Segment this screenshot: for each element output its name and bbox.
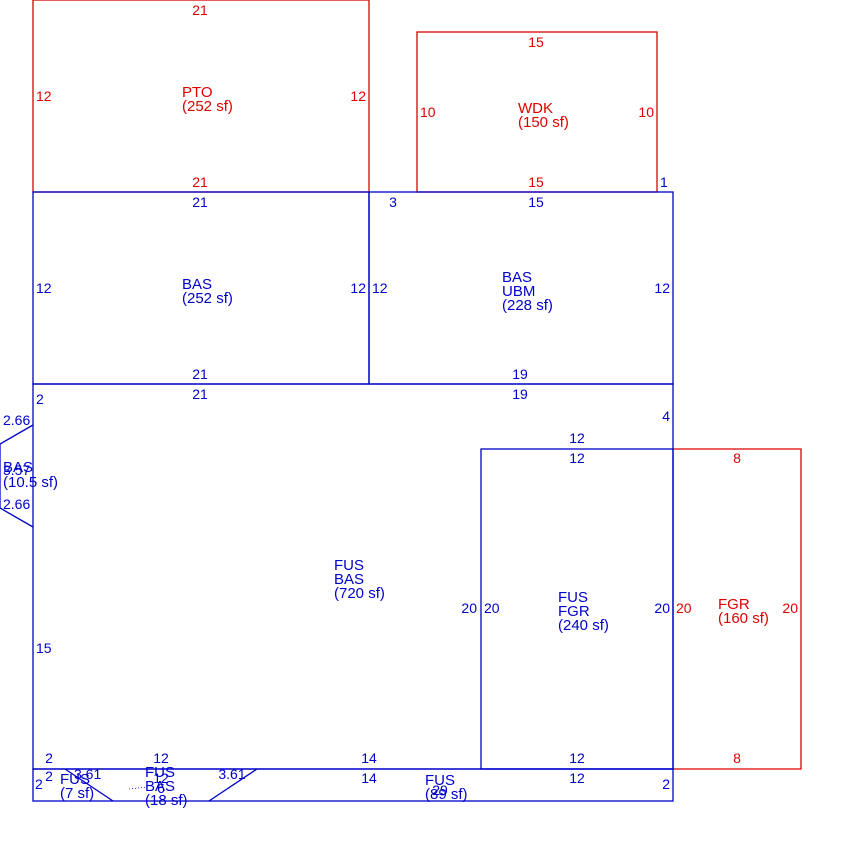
pto-area: (252 sf) (182, 98, 233, 115)
fus-fgr-area: (240 sf) (558, 617, 609, 634)
fus-fgr-dim-left: 20 (484, 600, 500, 616)
bas-ubm-dim-bottom: 19 (512, 366, 528, 382)
wdk-dim-right: 10 (638, 104, 654, 120)
fus-bas-dim-bottom-b: 14 (361, 750, 377, 766)
wdk-dim-left: 10 (420, 104, 436, 120)
fus-bas-area: (720 sf) (334, 585, 385, 602)
fgr-dim-top: 8 (733, 450, 741, 466)
fus-7-area: (7 sf) (60, 785, 94, 802)
fus-fgr-dim-bottom: 12 (569, 750, 585, 766)
bay-code: BAS (3, 459, 33, 476)
wdk-dim-bottom: 15 (528, 174, 544, 190)
dotted-connector (128, 786, 148, 790)
wdk-offset-dim: 1 (660, 174, 668, 190)
bas-ubm-dim-right: 12 (654, 280, 670, 296)
bay-dim-mid: 3.57 (3, 462, 30, 478)
bas-left-dim-left: 12 (36, 280, 52, 296)
wdk-code: WDK (518, 100, 553, 117)
fus-fgr-dim-top: 12 (569, 450, 585, 466)
fus-bas-dim-notch: 4 (662, 408, 670, 424)
fgr-dim-bottom: 8 (733, 750, 741, 766)
bas-left-dim-right: 12 (350, 280, 366, 296)
fus-fgr-dim-left-outer: 20 (461, 600, 477, 616)
fus-bas-dim-bottomleft: 2 (45, 750, 53, 766)
bas-ubm-dim-offset: 3 (389, 194, 397, 210)
fus-89-outline (32, 768, 674, 802)
fgr-area: (160 sf) (718, 610, 769, 627)
fus-fgr-dim-top-outer: 12 (569, 430, 585, 446)
fus-89-dim-right: 2 (662, 776, 670, 792)
fus-bas-18-area: (18 sf) (145, 792, 188, 809)
pto-dim-right: 12 (350, 88, 366, 104)
wdk-area: (150 sf) (518, 114, 569, 131)
fgr-dim-left: 20 (676, 600, 692, 616)
fgr-code: FGR (718, 596, 750, 613)
fus-bas-18-diagonal (208, 768, 258, 802)
bay-dim-bottom: 2.66 (3, 496, 30, 512)
bay-dim-top: 2.66 (3, 412, 30, 428)
pto-dim-bottom: 21 (192, 174, 208, 190)
wdk-dim-top: 15 (528, 34, 544, 50)
fus-bas-dim-top-right: 19 (512, 386, 528, 402)
fgr-outline (673, 448, 802, 770)
bas-ubm-code: BAS (502, 269, 532, 286)
bas-left-dim-bottom: 21 (192, 366, 208, 382)
bay-area: (10.5 sf) (3, 474, 58, 491)
fus-7-code: FUS (60, 771, 90, 788)
fus-bas-sub: BAS (334, 571, 364, 588)
bas-ubm-area: (228 sf) (502, 297, 553, 314)
fus-bas-dim-top: 21 (192, 386, 208, 402)
fus-89-dim-bottom: 29 (432, 782, 448, 798)
fus-bas-dim-topleft: 2 (36, 391, 44, 407)
bas-ubm-sub: UBM (502, 283, 535, 300)
fus-fgr-sub: FGR (558, 603, 590, 620)
bas-ubm-dim-top: 15 (528, 194, 544, 210)
fus-7-dim-diag: 3.61 (74, 766, 101, 782)
pto-dim-left: 12 (36, 88, 52, 104)
fus-bas-18-dim-top: 12 (153, 770, 169, 786)
bas-ubm-dim-left: 12 (372, 280, 388, 296)
pto-dim-top: 21 (192, 2, 208, 18)
bas-left-dim-top: 21 (192, 194, 208, 210)
bay-outline (0, 424, 34, 528)
fus-bas-18-dim-mid: 6 (157, 780, 165, 796)
fus-89-area: (89 sf) (425, 786, 468, 803)
fgr-dim-right: 20 (782, 600, 798, 616)
fus-bas-code: FUS (334, 557, 364, 574)
fus-7-dim-a: 2 (45, 768, 53, 784)
fus-89-code: FUS (425, 772, 455, 789)
fus-89-dim-right-top: 12 (569, 770, 585, 786)
fus-7-diagonal (64, 768, 114, 802)
pto-code: PTO (182, 84, 213, 101)
bas-left-code: BAS (182, 276, 212, 293)
fus-fgr-dim-right: 20 (654, 600, 670, 616)
fus-bas-dim-left: 15 (36, 640, 52, 656)
fus-bas-18-sub: BAS (145, 778, 175, 795)
fus-bas-18-dim-diag: 3.61 (218, 766, 245, 782)
bas-left-area: (252 sf) (182, 290, 233, 307)
fus-bas-18-code: FUS (145, 764, 175, 781)
fus-7-dim-left: 2 (35, 776, 43, 792)
fus-89-dim-top: 14 (361, 770, 377, 786)
fus-fgr-code: FUS (558, 589, 588, 606)
fus-bas-dim-bottom-a: 12 (153, 750, 169, 766)
